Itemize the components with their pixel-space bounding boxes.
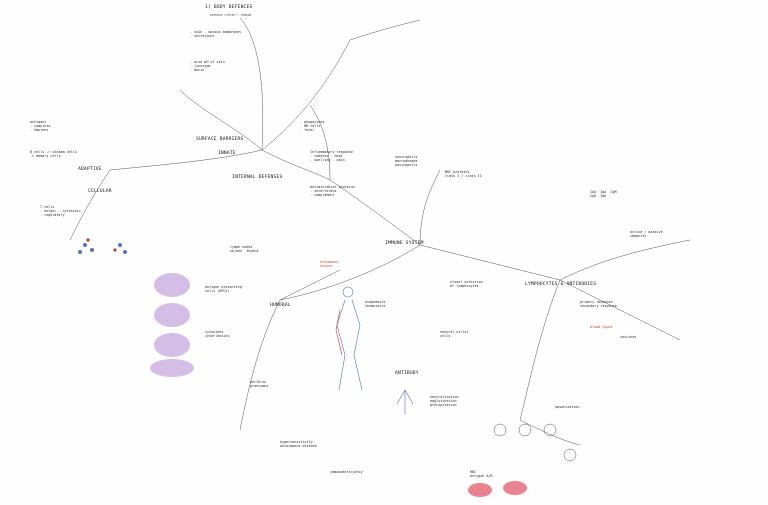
note-25: histamine kinins xyxy=(320,260,339,269)
note-27: blood types xyxy=(590,325,613,329)
note-3: - phagocytes - NK cells - fever xyxy=(300,120,325,133)
note-7: B cells -> plasma cells -> memory cells xyxy=(30,150,77,159)
note-14: clonal selection of lymphocytes xyxy=(450,280,483,289)
note-19: opsonization xyxy=(555,405,580,409)
note-22: immunodeficiency xyxy=(330,470,363,474)
page-title: 1) BODY DEFENCES xyxy=(205,5,253,10)
hub-surface: SURFACE BARRIERS xyxy=(196,137,244,142)
note-24: diapedesis chemotaxis xyxy=(365,300,386,309)
note-2: - acid pH of skin - lysozyme - mucin xyxy=(190,60,225,73)
note-8: T cells - helper - cytotoxic - regulator… xyxy=(40,205,81,218)
hub-humoral: HUMORAL xyxy=(270,303,291,308)
hub-cellular: CELLULAR xyxy=(88,189,112,194)
page-subtitle: DEFENSE SYSTEM / IMMUNE xyxy=(210,13,252,17)
note-4: Inflammatory response - redness - heat -… xyxy=(310,150,353,163)
hub-internal: INTERNAL DEFENSES xyxy=(232,175,283,180)
note-13: primary response secondary response xyxy=(580,300,617,309)
hub-adaptive: ADAPTIVE xyxy=(78,167,102,172)
note-21: hypersensitivity autoimmune disease xyxy=(280,440,317,449)
hub-innate: INNATE xyxy=(218,151,236,156)
note-20: vaccines xyxy=(620,335,637,339)
note-28: natural killer cells xyxy=(440,330,469,339)
note-10: active / passive immunity xyxy=(630,230,663,239)
hub-immune: IMMUNE SYSTEM xyxy=(385,241,424,246)
note-16: antigen presenting cells (APCs) xyxy=(205,285,242,294)
note-9: IgG IgA IgM IgD IgE xyxy=(590,190,617,199)
note-11: neutrophils macrophages eosinophils xyxy=(395,155,418,168)
note-12: MHC proteins class I / class II xyxy=(445,170,482,179)
note-15: lymph nodes spleen thymus xyxy=(230,245,259,254)
note-26: RBC antigen A/B xyxy=(470,470,493,479)
note-1: - skin - mucous membranes - secretions xyxy=(190,30,242,39)
note-5: antimicrobial proteins - interferons - c… xyxy=(310,185,355,198)
hub-antibody: ANTIBODY xyxy=(395,371,419,376)
hub-lymph: LYMPHOCYTES & ANTIBODIES xyxy=(525,282,597,287)
note-17: cytokines interleukins xyxy=(205,330,230,339)
note-6: antigens - complete - haptens xyxy=(30,120,51,133)
note-23: perforin granzymes xyxy=(250,380,269,389)
note-18: neutralization agglutination precipitati… xyxy=(430,395,459,408)
